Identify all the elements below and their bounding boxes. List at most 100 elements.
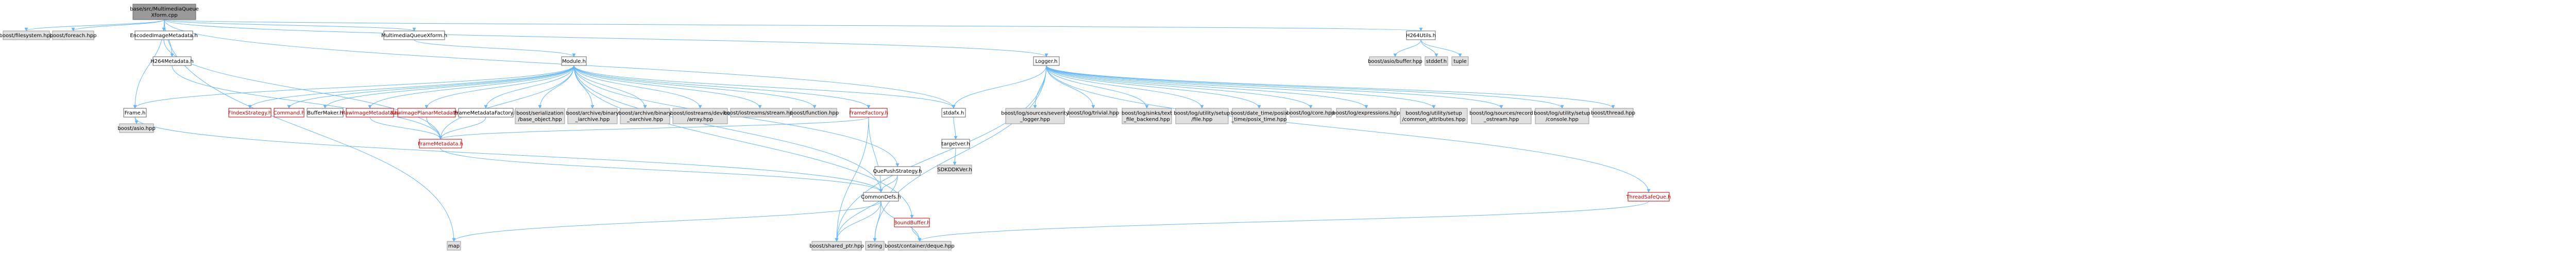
node-label: boost/thread.hpp	[1591, 110, 1635, 116]
node-boost-iostreams-stream[interactable]: boost/iostreams/stream.hpp	[724, 108, 796, 118]
edge-thread_safe_que-to-boost_container_deque	[918, 201, 1649, 242]
node-boost-foreach[interactable]: boost/foreach.hpp	[50, 30, 97, 40]
node-box	[52, 30, 94, 40]
node-box	[134, 30, 193, 40]
node-module-h[interactable]: Module.h	[561, 56, 587, 66]
node-boost-asio-buffer[interactable]: boost/asio/buffer.hpp	[1368, 56, 1422, 66]
edge-logger_h-to-boost_shared_ptr	[835, 65, 1047, 242]
node-box	[1005, 108, 1065, 124]
node-boost-date-time-posix[interactable]: boost/date_time/posix_time/posix_time.hp…	[1231, 108, 1288, 124]
node-box	[1033, 56, 1060, 66]
node-stddef-h[interactable]: stddef.h	[1425, 56, 1448, 66]
node-boost-log-expressions[interactable]: boost/log/expressions.hpp	[1332, 108, 1400, 118]
node-map[interactable]: map	[447, 241, 461, 251]
node-box	[1406, 30, 1436, 40]
node-string[interactable]: string	[865, 241, 885, 251]
node-boost-archive-binary-iarchive[interactable]: boost/archive/binary_iarchive.hpp	[566, 108, 619, 124]
node-targetver-h[interactable]: targetver.h	[941, 139, 970, 149]
node-box	[1290, 108, 1332, 118]
node-box	[1232, 108, 1286, 124]
node-box	[132, 4, 196, 20]
node-root[interactable]: base/src/MultimediaQueueXform.cpp	[130, 4, 199, 20]
node-buffer-maker[interactable]: BufferMaker.h	[307, 108, 344, 118]
node-thread-safe-que[interactable]: ThreadSafeQue.h	[1626, 192, 1671, 202]
edge-common_defs-to-string	[873, 201, 882, 242]
node-frame-h[interactable]: Frame.h	[123, 108, 147, 118]
node-boost-serialization[interactable]: boost/serialization/base_object.hpp	[515, 108, 565, 124]
edge-module_h-to-buffer_maker	[323, 65, 574, 109]
node-boost-shared-ptr[interactable]: boost/shared_ptr.hpp	[809, 241, 864, 251]
node-label: boost/log/sources/severity	[1001, 111, 1069, 117]
node-boost-filesystem[interactable]: boost/filesystem.hpp	[0, 30, 53, 40]
node-box	[346, 108, 394, 118]
node-que-push-strategy[interactable]: QuePushStrategy.h	[873, 166, 922, 176]
node-stdafx-h[interactable]: stdafx.h	[941, 108, 966, 118]
node-boost-asio[interactable]: boost/asio.hpp	[117, 123, 156, 133]
node-boost-archive-binary-oarchive[interactable]: boost/archive/binary_oarchive.hpp	[619, 108, 672, 124]
edge-module_h-to-raw_image_metadata	[368, 65, 574, 109]
node-tuple[interactable]: tuple	[1451, 56, 1469, 66]
edge-stdafx_h-to-targetver_h	[953, 117, 958, 140]
node-box	[3, 30, 50, 40]
node-frame-metadata-factory[interactable]: FrameMetadataFactory.h	[454, 108, 518, 118]
node-label: H264Metadata.h	[150, 59, 193, 64]
node-frame-factory[interactable]: FrameFactory.h	[849, 108, 888, 118]
edge-frame_metadata_factory-to-frame_metadata	[438, 117, 486, 140]
node-label: Xform.cpp	[151, 13, 178, 19]
node-boost-iostreams-device-array[interactable]: boost/iostreams/device/array.hpp	[670, 108, 730, 124]
edge-logger_h-to-thread_safe_que	[1046, 65, 1651, 193]
node-box	[1451, 56, 1469, 66]
node-h264-metadata[interactable]: H264Metadata.h	[150, 56, 194, 66]
edge-logger_h-to-string	[873, 65, 1047, 242]
node-bounded-buffer[interactable]: BoundBuffer.h	[894, 218, 930, 227]
node-boost-log-setup-file[interactable]: boost/log/utility/setup/file.hpp	[1174, 108, 1230, 124]
edge-raw_image_metadata-to-frame_metadata	[369, 117, 443, 140]
edge-module_h-to-raw_image_plane_metadata	[425, 65, 574, 109]
node-box	[1471, 108, 1532, 124]
node-label: boost/function.hpp	[790, 110, 839, 116]
node-boost-log-text-file-backend[interactable]: boost/log/sinks/text_file_backend.hpp	[1122, 108, 1172, 124]
node-boost-container-deque[interactable]: boost/container/deque.hpp	[885, 241, 955, 251]
node-boost-log-core[interactable]: boost/log/core.hpp	[1286, 108, 1335, 118]
node-boost-log-severity-logger[interactable]: boost/log/sources/severity_logger.hpp	[1001, 108, 1069, 124]
node-boost-log-trivial[interactable]: boost/log/trivial.hpp	[1067, 108, 1119, 118]
node-box	[1425, 56, 1448, 66]
node-label: /common_attributes.hpp	[1402, 117, 1466, 123]
node-multimedia-queue-xform-h[interactable]: MultimediaQueueXform.h	[381, 30, 447, 40]
node-label: boost/container/deque.hpp	[885, 243, 954, 249]
node-encoded-image-metadata[interactable]: EncodedImageMetadata.h	[130, 30, 198, 40]
node-box	[1122, 108, 1172, 124]
node-find-des-strategy[interactable]: FIndexStrategy.h	[228, 108, 272, 118]
node-label: _file_backend.hpp	[1123, 117, 1170, 123]
node-raw-image-metadata[interactable]: RawImageMetadata.h	[342, 108, 398, 118]
node-raw-image-plane-metadata[interactable]: RawImagePlanarMetadata.h	[391, 108, 463, 118]
node-label: boost/log/utility/setup	[1534, 111, 1590, 117]
node-label: map	[448, 243, 460, 249]
node-boost-log-common-attributes[interactable]: boost/log/utility/setup/common_attribute…	[1400, 108, 1468, 124]
node-command-h[interactable]: Command.h	[274, 108, 305, 118]
node-boost-log-record-ostream[interactable]: boost/log/sources/record_ostream.hpp	[1469, 108, 1533, 124]
node-label: Logger.h	[1035, 59, 1057, 64]
edge-logger_h-to-boost_log_trivial	[1046, 65, 1095, 109]
node-box	[119, 123, 154, 133]
edge-module_h-to-find_des_strategy	[248, 65, 574, 109]
node-boost-log-setup-console[interactable]: boost/log/utility/setup/console.hpp	[1534, 108, 1590, 124]
node-boost-function[interactable]: boost/function.hpp	[790, 108, 839, 118]
node-box	[307, 108, 344, 118]
node-label: RawImageMetadata.h	[342, 110, 398, 116]
node-box	[1369, 56, 1421, 66]
edge-logger_h-to-boost_date_time_posix	[1046, 65, 1261, 109]
node-label: BoundBuffer.h	[894, 220, 930, 226]
node-sdkddkver-h[interactable]: SDKDDKVer.h	[937, 165, 972, 174]
node-logger-h[interactable]: Logger.h	[1033, 56, 1060, 66]
node-common-defs[interactable]: CommonDefs.h	[861, 192, 901, 202]
node-label: boost/log/expressions.hpp	[1332, 110, 1400, 116]
edge-module_h-to-command_h	[287, 65, 574, 109]
node-frame-metadata[interactable]: FrameMetadata.h	[418, 139, 463, 149]
node-h264-utils[interactable]: H264Utils.h	[1406, 30, 1436, 40]
node-boost-thread[interactable]: boost/thread.hpp	[1591, 108, 1635, 118]
node-label: base/src/MultimediaQueue	[130, 7, 199, 12]
edge-module_h-to-common_defs	[573, 65, 883, 193]
node-box	[1175, 108, 1229, 124]
node-layer: base/src/MultimediaQueueXform.cpp boost/f…	[0, 4, 1671, 251]
